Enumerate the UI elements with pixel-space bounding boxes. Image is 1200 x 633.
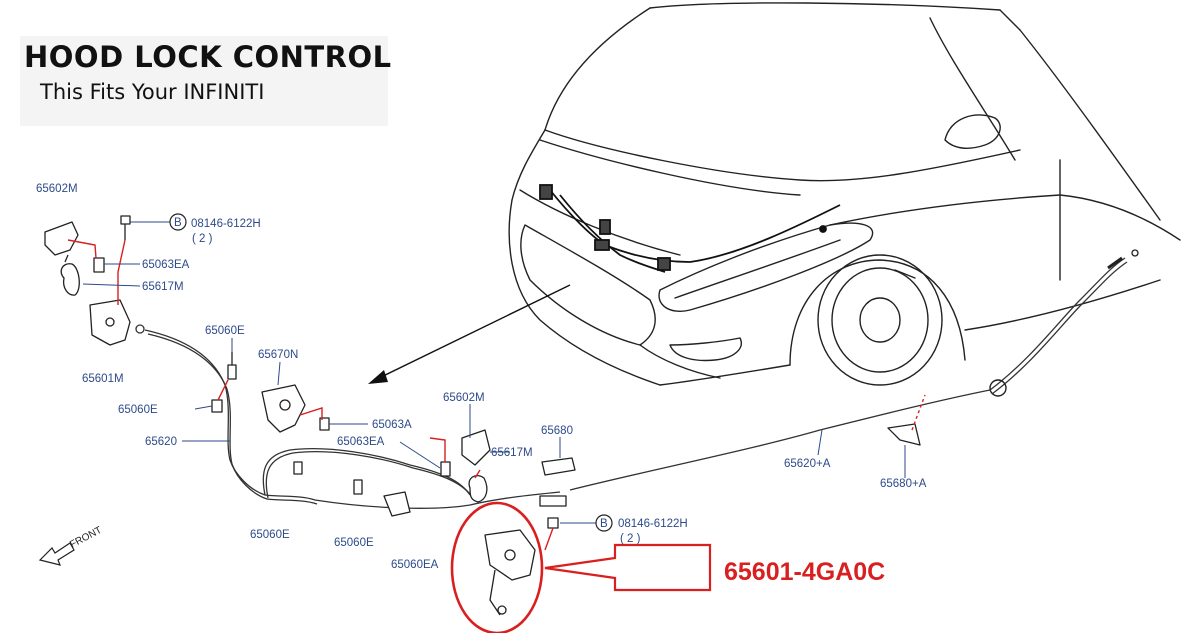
- part-label-65063EA-mid: 65063EA: [337, 436, 385, 448]
- title-panel: [20, 36, 388, 126]
- part-label-65060EA: 65060EA: [391, 559, 439, 571]
- part-label-65620: 65620: [145, 436, 177, 448]
- part-label-65060E-mid: 65060E: [118, 404, 158, 416]
- part-label-65060E-bottom-left: 65060E: [250, 529, 290, 541]
- part-label-65617M-right: 65617M: [491, 447, 533, 459]
- bolt-ref-top-qty: ( 2 ): [192, 233, 213, 245]
- part-label-65060E-bottom-mid: 65060E: [334, 537, 374, 549]
- diagram-subtitle: This Fits Your INFINITI: [40, 80, 265, 104]
- part-label-65670N: 65670N: [258, 349, 298, 361]
- bolt-ref-bottom-code: 08146-6122H: [618, 518, 688, 530]
- part-label-65602M-left: 65602M: [36, 183, 78, 195]
- part-label-65601M: 65601M: [82, 373, 124, 385]
- part-label-65617M-left: 65617M: [142, 281, 184, 293]
- hood-release-cable: [135, 249, 1139, 509]
- diagram-title: HOOD LOCK CONTROL: [24, 40, 392, 74]
- part-label-65620A: 65620+A: [784, 458, 831, 470]
- callout-graphics: [450, 501, 712, 633]
- part-label-65680A: 65680+A: [880, 478, 927, 490]
- front-label: FRONT: [68, 525, 104, 551]
- components: [44, 215, 921, 616]
- bolt-ref-top-letter: B: [174, 217, 182, 229]
- red-leaders: [67, 239, 926, 551]
- location-arrow: [368, 284, 571, 384]
- part-label-65602M-right: 65602M: [443, 392, 485, 404]
- part-labels: 65602M 65063EA 65617M 65601M 65060E 6567…: [36, 183, 927, 571]
- bolt-ref-bottom-qty: ( 2 ): [620, 533, 641, 545]
- front-direction-arrow: FRONT: [38, 525, 104, 566]
- part-label-65063A: 65063A: [372, 419, 412, 431]
- part-label-65063EA-left: 65063EA: [142, 259, 190, 271]
- bolt-ref-bottom-letter: B: [600, 518, 608, 530]
- bolt-ref-bottom: B 08146-6122H ( 2 ): [595, 514, 688, 545]
- part-label-65680: 65680: [541, 425, 573, 437]
- car-outline: [508, 2, 1181, 386]
- bolt-ref-top-code: 08146-6122H: [191, 218, 261, 230]
- callout-part-number: 65601-4GA0C: [724, 558, 885, 586]
- part-label-65060E-top: 65060E: [205, 325, 245, 337]
- bolt-ref-top: B 08146-6122H ( 2 ): [169, 213, 261, 245]
- hood-cable-on-car: [539, 184, 841, 273]
- label-leaders: [82, 221, 906, 524]
